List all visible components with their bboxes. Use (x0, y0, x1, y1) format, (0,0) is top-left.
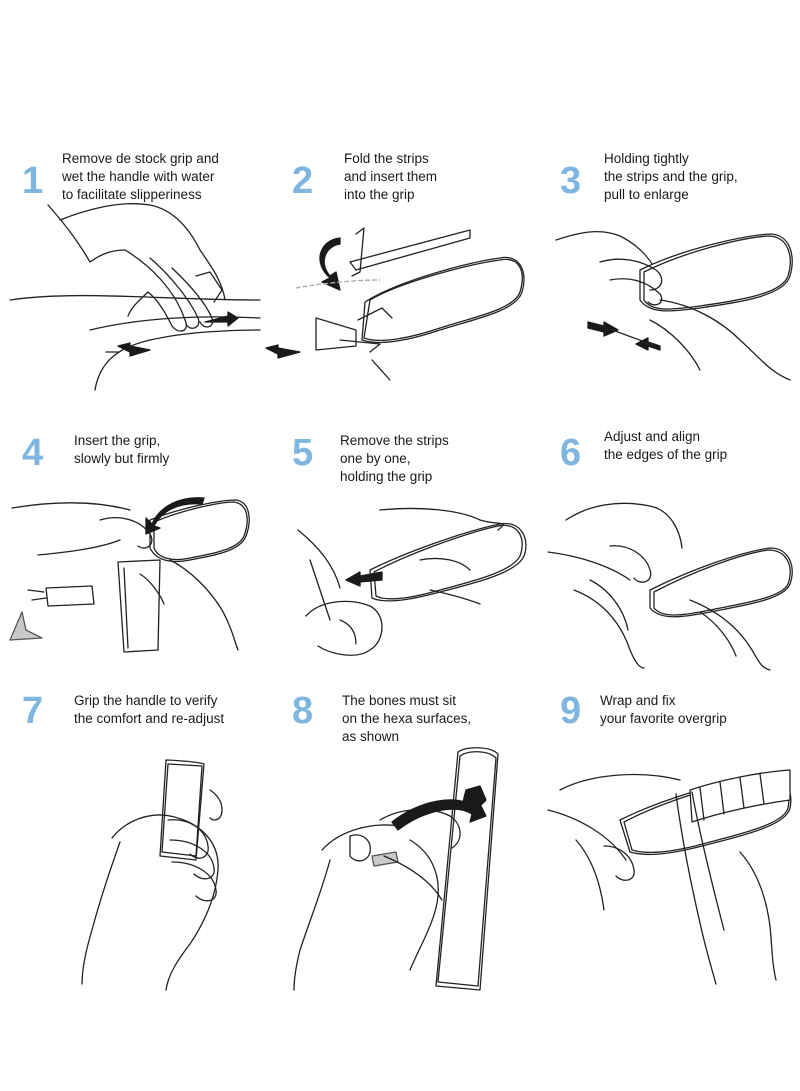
step-8: 8 The bones must sit on the hexa surface… (292, 692, 558, 962)
step-4-illustration (9, 497, 250, 653)
step-caption: Remove the strips one by one, holding th… (340, 433, 449, 484)
step-1: 1 Remove de stock grip and wet the handl… (22, 150, 288, 420)
step-6: 6 Adjust and align the edges of the grip (560, 428, 800, 698)
step-5-illustration (297, 507, 527, 656)
step-number: 7 (22, 690, 44, 732)
step-7: 7 Grip the handle to verify the comfort … (22, 692, 288, 962)
step-caption: Adjust and align the edges of the grip (604, 429, 728, 462)
step-5: 5 Remove the strips one by one, holding … (292, 432, 558, 702)
step-6-illustration (547, 502, 793, 671)
step-7-illustration (81, 759, 223, 991)
step-number: 3 (560, 160, 582, 202)
step-4: 4 Insert the grip, slowly but firmly (22, 432, 288, 702)
step-9-illustration (547, 769, 792, 985)
step-caption: The bones must sit on the hexa surfaces,… (342, 693, 472, 744)
step-caption: Fold the strips and insert them into the… (344, 151, 438, 202)
step-caption: Remove de stock grip and wet the handle … (62, 151, 219, 202)
step-8-illustration (293, 747, 499, 991)
step-number: 9 (560, 690, 582, 732)
step-caption: Holding tightly the strips and the grip,… (604, 151, 738, 202)
step-caption: Wrap and fix your favorite overgrip (600, 693, 727, 726)
step-caption: Insert the grip, slowly but firmly (74, 433, 170, 466)
step-number: 8 (292, 690, 314, 732)
step-2: 2 Fold the strips and insert them into t… (292, 150, 558, 420)
step-number: 4 (22, 432, 44, 474)
step-number: 1 (22, 160, 44, 202)
step-3: 3 Holding tightly the strips and the gri… (560, 150, 800, 420)
step-1-illustration (9, 203, 261, 391)
step-3-illustration (555, 231, 793, 381)
step-caption: Grip the handle to verify the comfort an… (74, 693, 225, 726)
step-9: 9 Wrap and fix your favorite overgrip (560, 692, 800, 962)
step-number: 6 (560, 432, 582, 474)
step-number: 5 (292, 432, 314, 474)
step-number: 2 (292, 160, 314, 202)
step-2-illustration (265, 227, 525, 381)
